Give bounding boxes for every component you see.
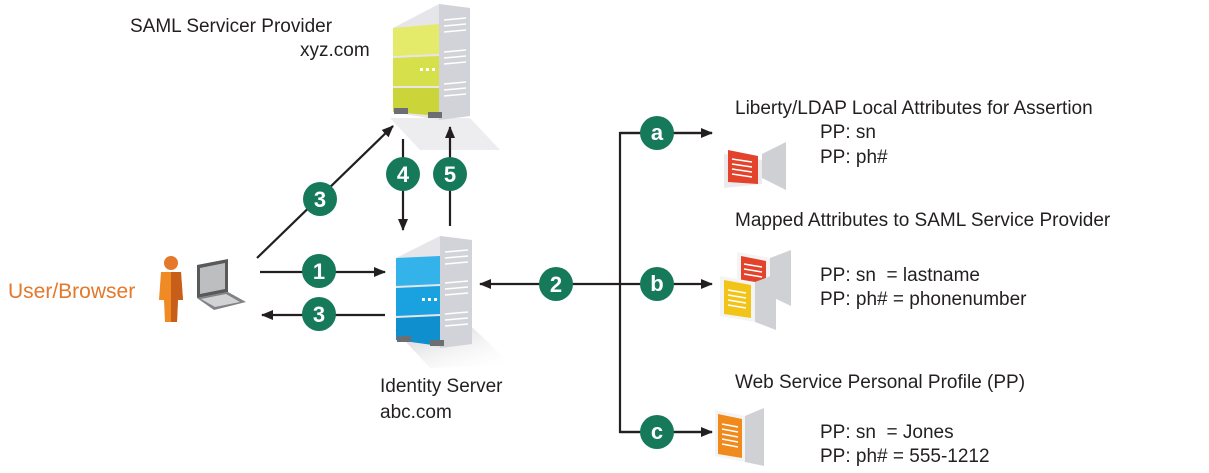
document-window-icon-b — [720, 250, 791, 330]
svg-text:3: 3 — [313, 302, 325, 327]
step-badge-3-sp: 3 — [303, 182, 337, 216]
step-badge-a: a — [640, 116, 674, 150]
step-badge-1: 1 — [302, 254, 336, 288]
svg-text:c: c — [651, 419, 663, 444]
laptop-icon — [197, 259, 246, 310]
step-badge-2: 2 — [539, 267, 573, 301]
group-c-line1: PP: sn = Jones — [820, 422, 954, 443]
group-c-title: Web Service Personal Profile (PP) — [735, 372, 1025, 393]
svg-text:2: 2 — [550, 272, 562, 297]
svg-text:b: b — [650, 271, 663, 296]
svg-text:1: 1 — [313, 259, 325, 284]
svg-text:4: 4 — [397, 162, 410, 187]
step-badge-4: 4 — [386, 157, 420, 191]
person-icon — [159, 256, 183, 322]
document-window-icon-c — [715, 408, 764, 466]
identity-server-name-label: Identity Server — [380, 376, 503, 397]
group-b-line1: PP: sn = lastname — [820, 265, 980, 286]
step-badge-c: c — [640, 415, 674, 449]
identity-server-domain-label: abc.com — [380, 402, 452, 423]
group-b-line2: PP: ph# = phonenumber — [820, 289, 1027, 310]
step-badge-5: 5 — [433, 157, 467, 191]
group-a-title: Liberty/LDAP Local Attributes for Assert… — [735, 98, 1093, 119]
group-a-line1: PP: sn — [820, 122, 876, 143]
sp-server-icon — [390, 4, 500, 150]
svg-text:a: a — [651, 120, 664, 145]
sp-name-label: SAML Servicer Provider — [130, 16, 333, 37]
svg-text:5: 5 — [444, 162, 456, 187]
group-a-line2: PP: ph# — [820, 147, 888, 168]
svg-text:3: 3 — [314, 187, 326, 212]
user-browser-label: User/Browser — [8, 280, 135, 303]
group-c-line2: PP: ph# = 555-1212 — [820, 446, 990, 467]
identity-server-icon — [395, 236, 512, 368]
step-badge-3-user: 3 — [302, 297, 336, 331]
document-window-icon-a — [724, 142, 786, 190]
sp-domain-label: xyz.com — [300, 40, 370, 61]
step-badge-b: b — [640, 267, 674, 301]
group-b-title: Mapped Attributes to SAML Service Provid… — [735, 210, 1111, 231]
